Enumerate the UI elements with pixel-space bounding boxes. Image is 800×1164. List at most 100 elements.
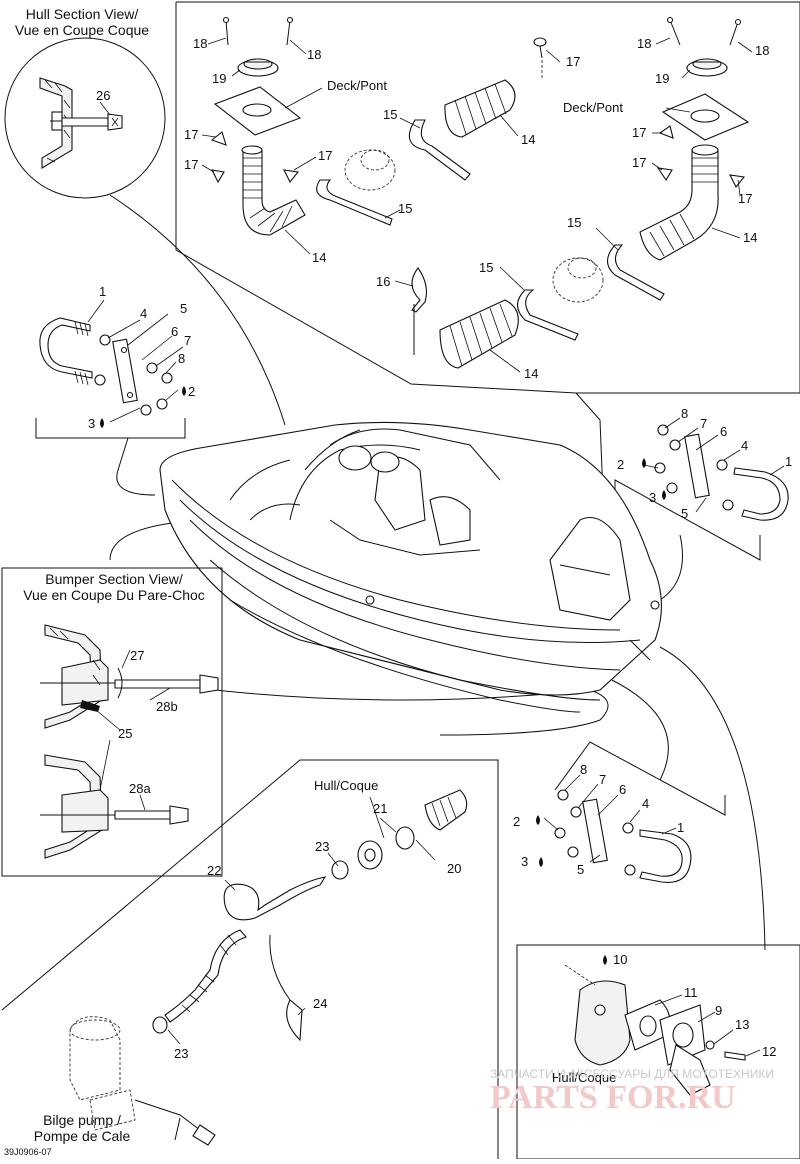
hull-section-view [4, 37, 166, 199]
callout-6: 6 [171, 324, 178, 339]
text-layer: Hull Section View/ Vue en Coupe Coque Bu… [4, 6, 792, 1157]
callout-17: 17 [184, 127, 198, 142]
callout-15: 15 [398, 201, 412, 216]
bilge-group [1, 759, 499, 1159]
callout-10: 10 [613, 952, 627, 967]
ubolt-group-upper-left [35, 299, 186, 439]
callout-17: 17 [566, 54, 580, 69]
clamp-middle-15 [408, 119, 471, 181]
callout-8: 8 [681, 406, 688, 421]
clamp-right-15 [606, 244, 665, 301]
callout-6: 6 [619, 782, 626, 797]
hull-label-bilge: Hull/Coque [314, 778, 378, 793]
callout-5: 5 [180, 301, 187, 316]
callout-13: 13 [735, 1017, 749, 1032]
callout-15: 15 [383, 107, 397, 122]
bilge-pump-title-1: Bilge pump / [43, 1112, 121, 1128]
boat-hull [159, 421, 662, 713]
callout-14: 14 [312, 250, 326, 265]
callout-21: 21 [373, 801, 387, 816]
callout-5: 5 [577, 862, 584, 877]
hull-section-title-1: Hull Section View/ [26, 6, 139, 22]
bumper-section-title-1: Bumper Section View/ [45, 571, 183, 587]
deck-label-left: Deck/Pont [327, 78, 387, 93]
callout-3: 3 [521, 854, 528, 869]
drain-hull-10 [574, 980, 631, 1066]
hull-section-title-2: Vue en Coupe Coque [15, 22, 149, 38]
backing-plate-upper-right [684, 433, 710, 499]
drain-plug-frame [516, 944, 800, 1160]
callout-17: 17 [632, 155, 646, 170]
callout-26: 26 [96, 88, 110, 103]
callout-16: 16 [376, 274, 390, 289]
callout-28b: 28b [156, 699, 178, 714]
hull-label-drain: Hull/Coque [552, 1070, 616, 1085]
callout-17: 17 [738, 191, 752, 206]
bumper-section-view [1, 567, 223, 877]
callout-23: 23 [315, 839, 329, 854]
bilge-hose-22 [223, 876, 327, 921]
callout-18: 18 [755, 43, 769, 58]
callout-14: 14 [521, 132, 535, 147]
callout-19: 19 [655, 71, 669, 86]
clamp-lower-15 [516, 289, 579, 341]
callout-15: 15 [567, 215, 581, 230]
tie-24 [286, 999, 303, 1042]
callout-1: 1 [785, 454, 792, 469]
callout-18: 18 [307, 47, 321, 62]
ubolt-group-lower-right [536, 741, 726, 883]
callout-6: 6 [720, 424, 727, 439]
middle-vent-parts [408, 37, 665, 369]
callout-15: 15 [479, 260, 493, 275]
callout-11: 11 [684, 985, 698, 1000]
callout-18: 18 [193, 36, 207, 51]
callout-12: 12 [762, 1044, 776, 1059]
vent-hose-right [639, 149, 719, 261]
bumper-section-title-2: Vue en Coupe Du Pare-Choc [23, 587, 205, 603]
hull-section-circle [4, 37, 166, 199]
bumper-section-frame [1, 567, 223, 877]
callout-8: 8 [178, 351, 185, 366]
callout-17: 17 [184, 157, 198, 172]
ubolt-right-upper [733, 467, 789, 521]
callout-22: 22 [207, 863, 221, 878]
drain-plug-group [516, 944, 800, 1160]
callout-18: 18 [637, 36, 651, 51]
ventilation-group [175, 1, 800, 394]
watermark-logo: PARTS FOR.RU [490, 1079, 736, 1116]
hose-lower-14 [439, 299, 519, 369]
bilge-group-frame [1, 759, 499, 1159]
deck-label-right: Deck/Pont [563, 100, 623, 115]
callout-7: 7 [700, 416, 707, 431]
callout-17: 17 [632, 125, 646, 140]
callout-7: 7 [599, 772, 606, 787]
callout-23: 23 [174, 1046, 188, 1061]
callout-5: 5 [681, 506, 688, 521]
callout-14: 14 [524, 366, 538, 381]
backing-plate-lower-right [582, 798, 608, 864]
vent-leaders [201, 37, 753, 373]
left-vent-assembly [210, 16, 396, 236]
vent-hose-left [242, 149, 306, 236]
ubolt-group-upper-right [614, 417, 789, 561]
callout-3: 3 [649, 490, 656, 505]
callout-14: 14 [743, 230, 757, 245]
callout-1: 1 [677, 820, 684, 835]
ubolt-right-lower [639, 829, 692, 883]
callout-28a: 28a [129, 781, 151, 796]
callout-17: 17 [318, 148, 332, 163]
hull-fitting-20 [424, 789, 468, 831]
right-vent-assembly [639, 16, 750, 261]
callout-27: 27 [130, 648, 144, 663]
hose-middle-14 [444, 79, 516, 138]
callout-19: 19 [212, 71, 226, 86]
watermark-text: ЗАПЧАСТИ И АКСЕССУАРЫ ДЛЯ МОТОТЕХНИКИ [490, 1067, 774, 1081]
callout-25: 25 [118, 726, 132, 741]
bilge-pump [69, 1016, 121, 1101]
bilge-pump-title-2: Pompe de Cale [34, 1128, 131, 1144]
callout-4: 4 [642, 796, 649, 811]
clamp-left-15 [316, 179, 393, 226]
callout-2: 2 [617, 457, 624, 472]
